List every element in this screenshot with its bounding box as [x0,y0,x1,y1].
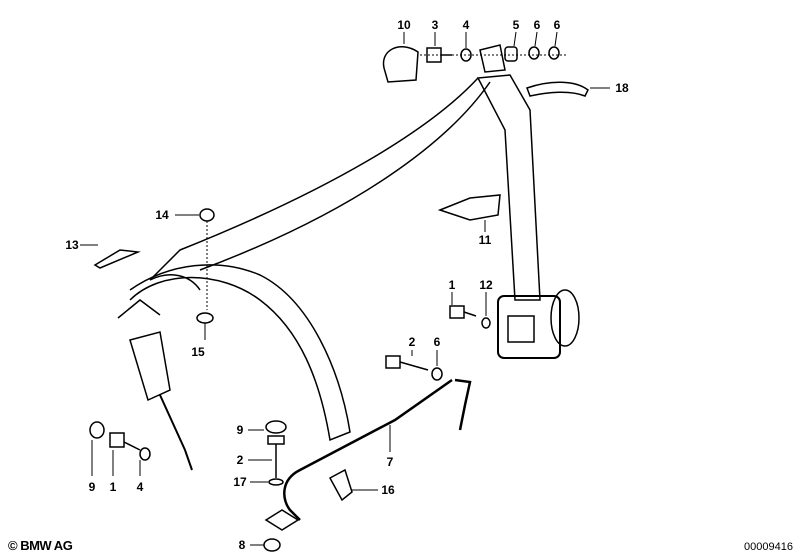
callout-12: 12 [479,278,493,292]
callout-9: 9 [236,423,244,437]
callout-4: 4 [462,18,470,32]
shoulder-belt [149,77,491,281]
callout-15: 15 [191,345,205,359]
belt-guide-18 [526,81,589,97]
callout-2: 2 [236,453,244,467]
retractor [497,295,561,359]
buckle-stalk [129,331,171,402]
part-13 [93,249,141,269]
callout-9: 9 [88,480,96,494]
callout-16: 16 [381,483,395,497]
callout-4: 4 [136,480,144,494]
callout-8: 8 [238,538,246,552]
callout-17: 17 [233,475,247,489]
callout-13: 13 [65,238,79,252]
anchor-cover-10 [382,46,419,83]
callout-10: 10 [397,18,411,32]
vertical-belt [476,74,541,301]
callout-18: 18 [615,81,629,95]
callout-11: 11 [478,233,492,247]
callout-1: 1 [448,278,456,292]
belt-loop [117,274,201,319]
guide-11 [437,194,501,221]
lap-belt [129,264,351,442]
clip-16 [328,468,353,502]
rail-7 [283,378,472,521]
callout-2: 2 [408,335,416,349]
callout-5: 5 [512,18,520,32]
callout-6: 6 [433,335,441,349]
copyright: © BMW AG [8,538,73,553]
callout-6: 6 [553,18,561,32]
callout-3: 3 [431,18,439,32]
callout-6: 6 [533,18,541,32]
callout-1: 1 [109,480,117,494]
callout-7: 7 [386,455,394,469]
callout-14: 14 [155,208,169,222]
document-number: 00009416 [744,541,793,553]
